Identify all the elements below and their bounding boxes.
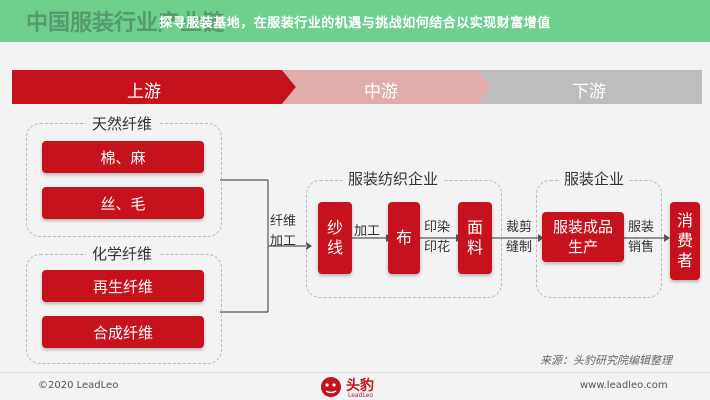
cloth-label: 布 [395,228,412,247]
stage-arrow-upstream [12,70,296,104]
chemical-fiber-title: 化学纤维 [86,243,159,264]
leadleo-logo: 头豹 LeadLeo [318,375,398,399]
textile-enterprise-title: 服装纺织企业 [342,168,445,189]
stage-arrow-downstream [478,70,702,104]
stage-arrow-midstream [282,70,492,104]
logo-subtext: LeadLeo [348,392,374,399]
dyeing-printing-label: 印染印花 [424,220,451,255]
fiber-processing-label: 纤维加工 [270,214,297,249]
source-note: 来源：头豹研究院编辑整理 [540,354,672,367]
yarn-label: 纱线 [326,218,343,257]
leopard-logo-icon [321,377,341,397]
consumer-box: 消费者 [670,202,700,280]
fabric-label: 面料 [466,218,483,257]
copyright-text: ©2020 LeadLeo [38,380,119,391]
processing-label: 加工 [354,224,381,239]
background-heading: 中国服装行业产业链 [26,11,225,36]
cloth-box: 布 [388,202,420,274]
apparel-enterprise-title: 服装企业 [558,168,631,189]
stage-label-midstream: 中游 [364,82,398,102]
apparel-sales-label: 服装销售 [628,220,655,255]
footer-divider [0,372,710,373]
stage-label-downstream: 下游 [572,82,606,102]
website-text: www.leadleo.com [580,380,668,391]
fabric-box: 面料 [458,202,492,274]
cutting-sewing-label: 裁剪缝制 [506,220,533,255]
stage-arrow-bar [12,70,702,104]
consumer-label: 消费者 [676,211,693,270]
natural-fiber-title: 天然纤维 [86,113,159,134]
title-banner [0,0,710,42]
regenerated-fiber-box: 再生纤维 [42,270,204,302]
silk-wool-box: 丝、毛 [42,187,204,219]
synthetic-fiber-box: 合成纤维 [42,316,204,348]
garment-production-label: 服装成品生产 [552,218,613,256]
stage-label-upstream: 上游 [127,82,161,102]
logo-text: 头豹 [346,378,374,394]
page-title: 探寻服装基地，在服装行业的机遇与挑战如何结合以实现财富增值 [159,16,551,31]
cotton-linen-box: 棉、麻 [42,141,204,173]
garment-production-box: 服装成品生产 [542,212,624,262]
yarn-box: 纱线 [318,202,352,274]
